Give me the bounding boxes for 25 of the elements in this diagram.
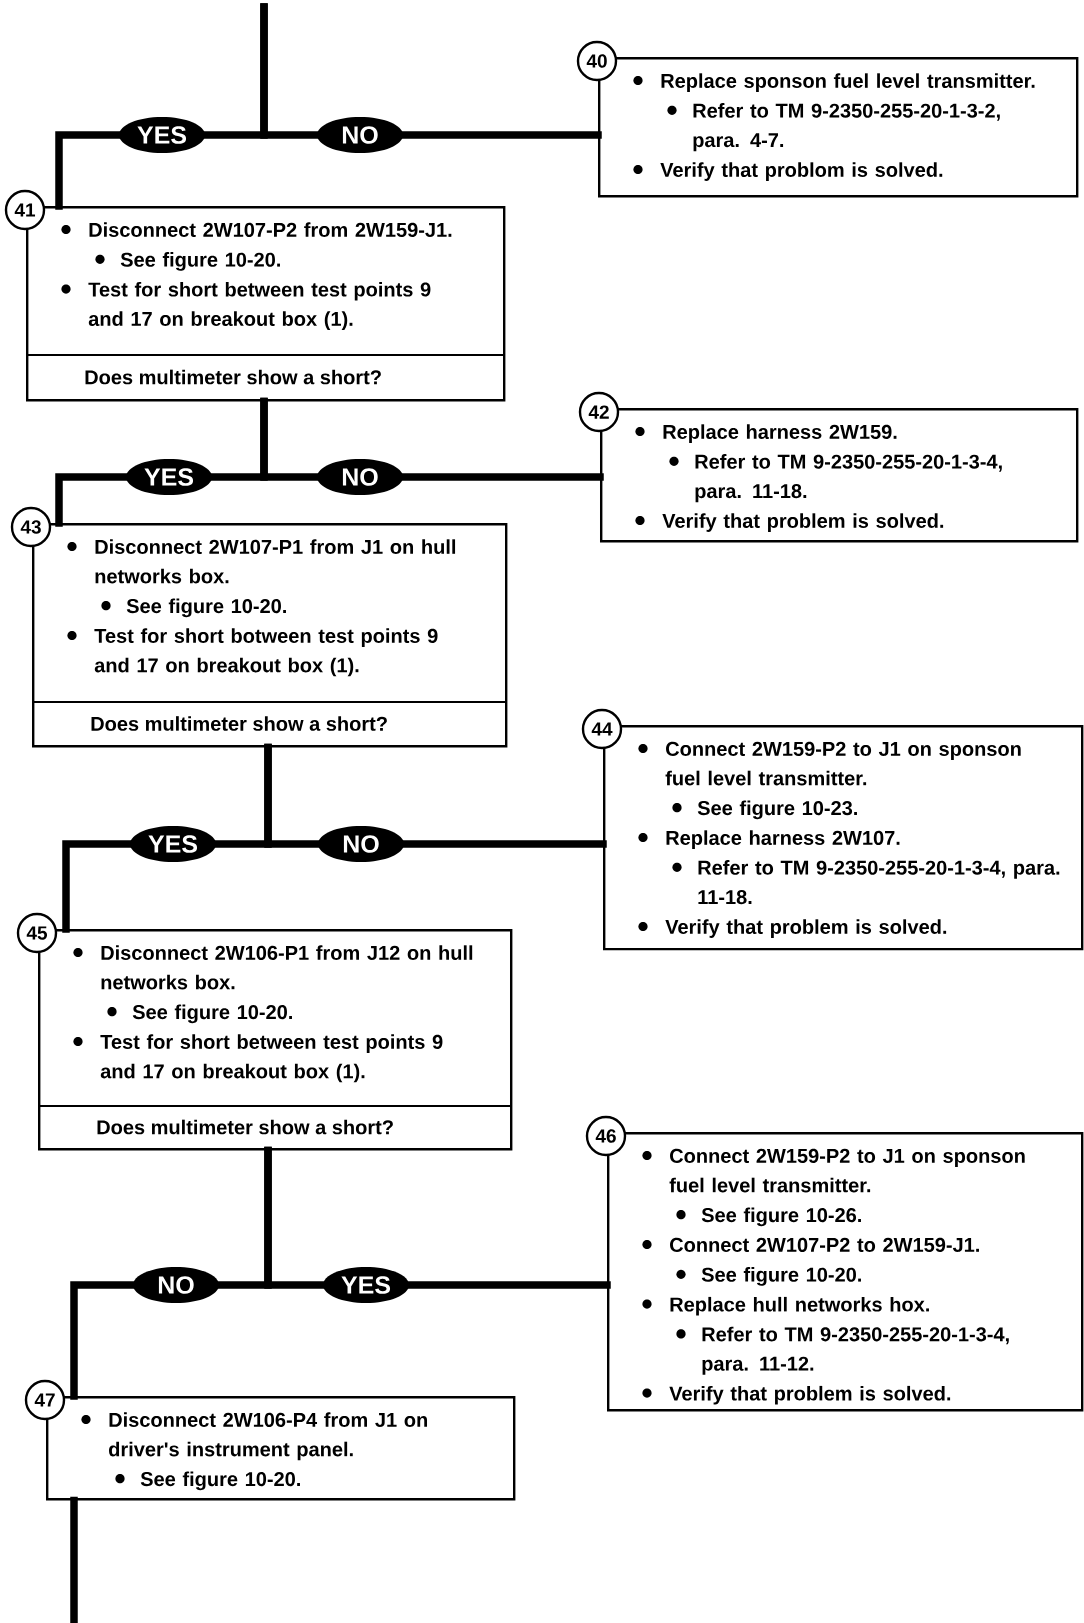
step-number: 41 [4, 189, 46, 231]
edge-label: NO [317, 459, 403, 495]
step-box: Disconnect 2W106-P1 from J12 on hull networks box. See figure 10-20. Test for short between test points 9 and 17 on breakout box (1). Does multimeter show a short? 45 [16, 912, 513, 1151]
step-box: Replace sponson fuel level transmitter. Refer to TM 9-2350-255-20-1-3-2, para. 4-7. Verify that problom is solved. 40 [576, 40, 1079, 198]
step-number: 42 [578, 391, 620, 433]
edge-label: YES [130, 826, 216, 862]
connector-line [70, 1496, 78, 1623]
edge-label: NO [133, 1267, 219, 1303]
step-box: Disconnect 2W107-P1 from J1 on hull networks box. See figure 10-20. Test for short botween test points 9 and 17 on breakout box (1). Does multimeter show a short? 43 [10, 506, 508, 748]
step-box: Disconnect 2W107-P2 from 2W159-J1. See figure 10-20. Test for short between test points 9 and 17 on breakout box (1). Does multimeter show a short? 41 [4, 189, 506, 402]
edge-label: YES [119, 117, 205, 153]
step-box: Connect 2W159-P2 to J1 on sponson fuel level transmitter. See figure 10-23. Replace harness 2W107. Refer to TM 9-2350-255-20-1-3-4, para. 11-18. Verify that problem is solved. 44 [581, 708, 1084, 951]
edge-label: NO [317, 117, 403, 153]
edge-label: NO [318, 826, 404, 862]
step-box: Connect 2W159-P2 to J1 on sponson fuel level transmitter. See figure 10-26. Connect 2W107-P2 to 2W159-J1. See figure 10-20. Replace hull networks hox. Refer to TM 9-2350-255-20-1-3-4, para. 11-12. Verify that problem is solved. 46 [585, 1115, 1084, 1412]
step-number: 44 [581, 708, 623, 750]
edge-label: YES [126, 459, 212, 495]
step-box: Disconnect 2W106-P4 from J1 on driver's instrument panel. See figure 10-20. 47 [24, 1379, 516, 1501]
edge-label: YES [323, 1267, 409, 1303]
step-box: Replace harness 2W159. Refer to TM 9-2350-255-20-1-3-4, para. 11-18. Verify that problem is solved. 42 [578, 391, 1079, 543]
step-number: 40 [576, 40, 618, 82]
step-number: 45 [16, 912, 58, 954]
step-number: 46 [585, 1115, 627, 1157]
step-number: 43 [10, 506, 52, 548]
step-number: 47 [24, 1379, 66, 1421]
